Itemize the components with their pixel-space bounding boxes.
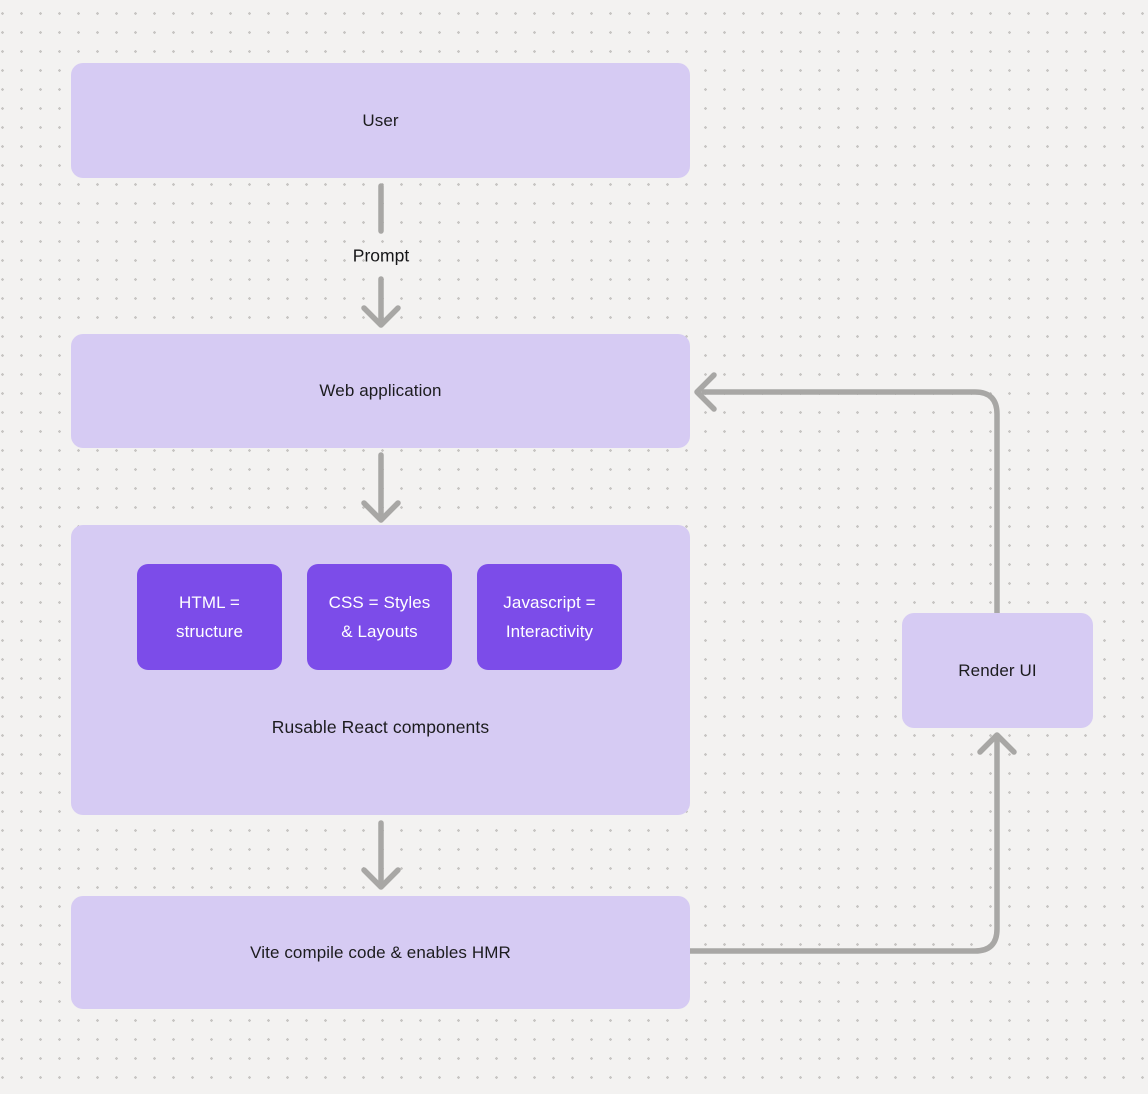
chip-css[interactable]: CSS = Styles & Layouts xyxy=(307,564,452,670)
node-user-label: User xyxy=(362,110,399,130)
components-chip-row: HTML = structure CSS = Styles & Layouts … xyxy=(137,564,622,670)
arrow-renderui-to-webapp-line[interactable] xyxy=(701,389,1000,616)
arrow-renderui-to-webapp-head-icon xyxy=(694,372,717,412)
chip-html[interactable]: HTML = structure xyxy=(137,564,282,670)
chip-javascript-label: Javascript = Interactivity xyxy=(503,593,596,641)
node-render-ui[interactable]: Render UI xyxy=(902,613,1093,728)
edge-prompt-label: Prompt xyxy=(352,245,410,266)
arrow-user-to-webapp-head-icon xyxy=(361,305,401,328)
chip-javascript[interactable]: Javascript = Interactivity xyxy=(477,564,622,670)
arrow-components-to-vite-head-icon xyxy=(361,867,401,890)
chip-css-label: CSS = Styles & Layouts xyxy=(328,593,431,641)
node-user[interactable]: User xyxy=(71,63,690,178)
components-group-caption: Rusable React components xyxy=(271,717,490,737)
arrow-webapp-to-components-head-icon xyxy=(361,500,401,523)
arrow-vite-to-renderui-head-icon xyxy=(977,732,1017,755)
chip-html-label: HTML = structure xyxy=(175,593,244,641)
node-render-ui-label: Render UI xyxy=(958,660,1037,680)
node-vite[interactable]: Vite compile code & enables HMR xyxy=(71,896,690,1009)
node-web-application[interactable]: Web application xyxy=(71,334,690,448)
node-web-application-label: Web application xyxy=(319,381,442,400)
node-components-group[interactable]: HTML = structure CSS = Styles & Layouts … xyxy=(71,525,690,815)
node-vite-label: Vite compile code & enables HMR xyxy=(250,942,511,962)
arrow-vite-to-renderui-line[interactable] xyxy=(687,738,1000,954)
